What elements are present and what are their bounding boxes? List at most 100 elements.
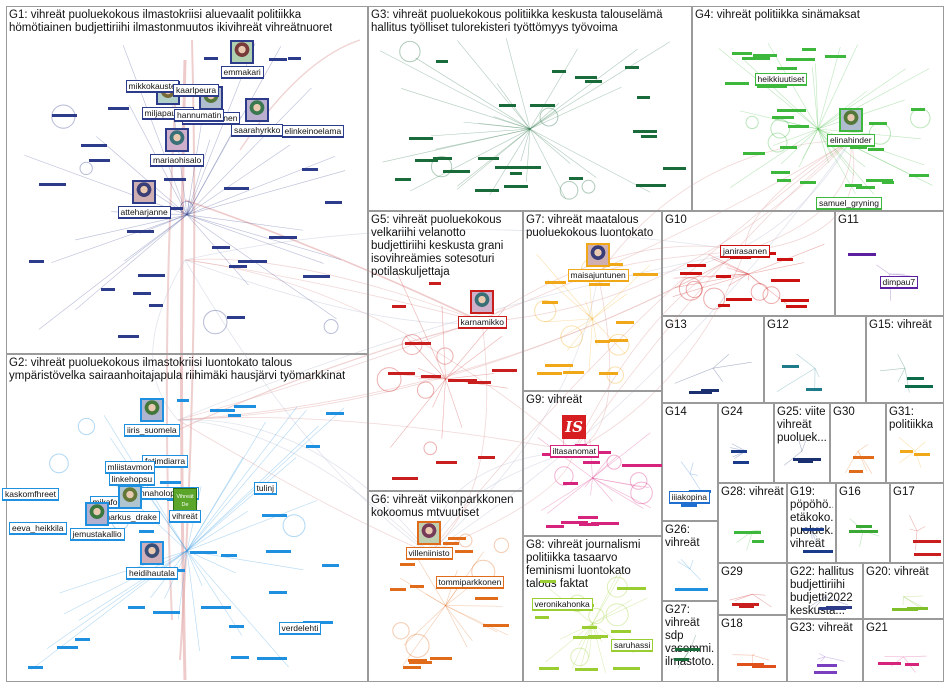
node-stub[interactable] [403, 666, 421, 670]
node-label-mikkokauste[interactable]: mikkokauste [125, 80, 179, 93]
node-stub[interactable] [228, 414, 242, 418]
node-label-maisajuntunen[interactable]: maisajuntunen [567, 269, 629, 282]
node-stub[interactable] [899, 450, 913, 454]
node-stub[interactable] [27, 666, 44, 670]
node-stub[interactable] [201, 606, 232, 610]
node-stub[interactable] [537, 372, 562, 376]
node-label-kaarlpeura[interactable]: kaarlpeura [173, 84, 220, 97]
node-stub[interactable] [39, 183, 67, 187]
node-stub[interactable] [223, 187, 250, 191]
node-stub[interactable] [544, 364, 573, 368]
node-stub[interactable] [777, 66, 798, 70]
node-stub[interactable] [100, 288, 115, 292]
node-stub[interactable] [455, 550, 474, 553]
node-stub[interactable] [802, 528, 824, 532]
node-stub[interactable] [80, 143, 108, 147]
node-stub[interactable] [913, 552, 942, 556]
node-stub[interactable] [869, 121, 887, 125]
avatar-atteharjanne[interactable] [132, 180, 156, 204]
node-stub[interactable] [404, 342, 431, 346]
node-stub[interactable] [914, 453, 930, 457]
avatar-saarahyrkko[interactable] [245, 98, 269, 122]
node-stub[interactable] [482, 624, 509, 628]
node-label-janirasanen[interactable]: janirasanen [720, 245, 770, 258]
node-stub[interactable] [581, 625, 597, 629]
node-stub[interactable] [132, 292, 152, 296]
node-stub[interactable] [616, 587, 646, 591]
node-stub[interactable] [907, 606, 929, 610]
node-stub[interactable] [262, 514, 288, 518]
node-label-atteharjanne[interactable]: atteharjanne [117, 206, 171, 219]
node-stub[interactable] [689, 391, 712, 395]
node-stub[interactable] [436, 59, 449, 63]
node-stub[interactable] [731, 450, 747, 454]
node-stub[interactable] [74, 637, 91, 641]
node-stub[interactable] [786, 57, 816, 61]
node-stub[interactable] [743, 151, 766, 155]
node-stub[interactable] [641, 135, 658, 139]
node-stub[interactable] [594, 340, 611, 344]
node-stub[interactable] [138, 274, 165, 278]
node-stub[interactable] [560, 521, 589, 525]
node-stub[interactable] [616, 321, 634, 325]
node-stub[interactable] [428, 281, 442, 285]
node-stub[interactable] [881, 180, 895, 184]
node-label-iiris_suomela[interactable]: iiris_suomela [124, 424, 180, 437]
node-stub[interactable] [477, 455, 496, 459]
node-stub[interactable] [847, 253, 877, 256]
node-stub[interactable] [237, 259, 267, 263]
node-stub[interactable] [443, 170, 470, 174]
avatar-karnamikko[interactable] [470, 290, 494, 314]
node-label-saarahyrkko[interactable]: saarahyrkko [231, 124, 284, 137]
node-stub[interactable] [265, 550, 291, 554]
avatar-heidihautala[interactable] [140, 541, 164, 565]
node-stub[interactable] [716, 275, 731, 279]
node-stub[interactable] [326, 411, 344, 415]
node-stub[interactable] [813, 670, 838, 674]
node-stub[interactable] [588, 283, 611, 287]
node-label-veronikahonka[interactable]: veronikahonka [531, 598, 593, 611]
node-stub[interactable] [228, 265, 248, 269]
node-label-dimpau7[interactable]: dimpau7 [879, 276, 919, 289]
node-stub[interactable] [798, 460, 813, 464]
node-stub[interactable] [498, 104, 517, 108]
node-stub[interactable] [816, 664, 838, 668]
node-stub[interactable] [584, 79, 603, 83]
node-stub[interactable] [468, 380, 492, 384]
node-stub[interactable] [491, 368, 517, 372]
node-stub[interactable] [163, 178, 187, 182]
node-stub[interactable] [731, 52, 752, 56]
node-label-verdelehti[interactable]: verdelehti [278, 622, 322, 635]
node-stub[interactable] [865, 179, 894, 183]
node-stub[interactable] [751, 664, 776, 668]
node-stub[interactable] [429, 657, 452, 661]
node-stub[interactable] [221, 553, 237, 557]
node-stub[interactable] [139, 530, 154, 534]
node-stub[interactable] [868, 148, 885, 152]
node-stub[interactable] [233, 405, 256, 409]
avatar-villeniinisto[interactable] [417, 521, 441, 545]
node-stub[interactable] [849, 530, 879, 534]
node-stub[interactable] [904, 662, 920, 666]
node-stub[interactable] [680, 271, 703, 275]
node-stub[interactable] [568, 176, 584, 180]
node-stub[interactable] [633, 272, 658, 276]
node-stub[interactable] [421, 375, 441, 379]
node-stub[interactable] [539, 579, 557, 583]
node-stub[interactable] [855, 185, 875, 189]
avatar-elinahinder[interactable] [839, 108, 863, 132]
node-stub[interactable] [400, 562, 416, 566]
node-stub[interactable] [624, 66, 639, 70]
node-stub[interactable] [409, 136, 434, 140]
node-stub[interactable] [530, 104, 555, 108]
node-label-hannumatin[interactable]: hannumatin [174, 109, 225, 122]
node-stub[interactable] [891, 608, 918, 612]
node-stub[interactable] [269, 591, 288, 595]
node-stub[interactable] [631, 464, 662, 468]
node-stub[interactable] [911, 107, 926, 111]
node-stub[interactable] [675, 648, 701, 652]
node-stub[interactable] [544, 280, 567, 284]
node-stub[interactable] [539, 667, 560, 671]
node-stub[interactable] [388, 372, 415, 376]
node-stub[interactable] [700, 389, 719, 393]
